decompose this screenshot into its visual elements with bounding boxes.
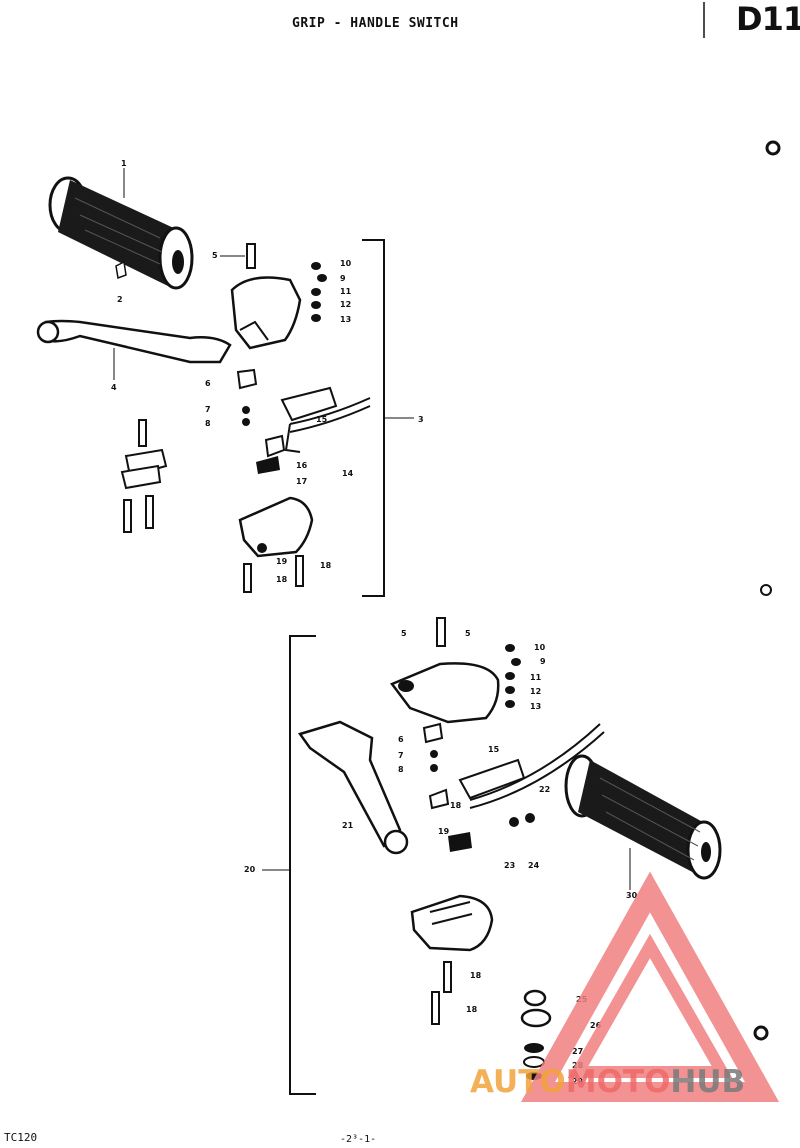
page-number: -2³-1- (340, 1134, 377, 1145)
callout-3: 3 (418, 415, 424, 424)
watermark-triangle (520, 871, 780, 1102)
callout-30: 30 (626, 891, 638, 900)
callout-9b: 9 (540, 657, 546, 666)
callout-13: 13 (340, 315, 351, 324)
grip-end-part (115, 260, 127, 280)
callout-5: 5 (212, 251, 218, 260)
watermark-logo: AUTOMOTOHUB (470, 1064, 745, 1100)
model-code: TC120 (4, 1131, 38, 1144)
callout-10: 10 (340, 259, 352, 268)
callout-11b: 11 (530, 673, 542, 682)
screw-5b (436, 617, 446, 647)
callout-12: 12 (340, 300, 351, 309)
callout-17: 17 (296, 477, 307, 486)
left-grip (48, 176, 194, 290)
watermark-auto: AUTO (470, 1064, 566, 1100)
callout-6: 6 (205, 379, 211, 388)
callout-10b: 10 (534, 643, 546, 652)
callout-15: 15 (316, 415, 328, 424)
throttle-housing (410, 894, 494, 952)
callout-27: 27 (572, 1047, 583, 1056)
callout-18a: 18 (276, 575, 288, 584)
callout-2: 2 (117, 295, 123, 304)
watermark-moto: MOTO (565, 1064, 671, 1100)
callout-6b: 6 (398, 735, 404, 744)
callout-19: 19 (276, 557, 288, 566)
callout-24: 24 (528, 861, 540, 870)
right-grip (564, 754, 722, 880)
callout-19b: 19 (438, 827, 450, 836)
callout-5a: 5 (401, 629, 407, 638)
callout-1: 1 (121, 159, 127, 168)
callout-13b: 13 (530, 702, 541, 711)
callout-21: 21 (342, 821, 354, 830)
clamp-lower (120, 464, 162, 490)
callout-18c: 18 (450, 801, 462, 810)
switch-housing-lower (238, 496, 314, 558)
top-hardware (311, 262, 327, 322)
callout-18d: 18 (470, 971, 482, 980)
callout-9: 9 (340, 274, 346, 283)
diagram-title: GRIP - HANDLE SWITCH (292, 16, 459, 31)
callout-20: 20 (244, 865, 256, 874)
callout-12b: 12 (530, 687, 541, 696)
callout-5b: 5 (465, 629, 471, 638)
callout-4: 4 (111, 383, 117, 392)
callout-16: 16 (296, 461, 308, 470)
binder-hole-2 (760, 584, 772, 596)
brake-holder (390, 662, 500, 724)
page-code: D11 (736, 0, 800, 38)
screw-5 (246, 243, 256, 269)
watermark-hub: HUB (670, 1064, 746, 1100)
callout-29: 29 (572, 1077, 584, 1086)
callout-22: 22 (539, 785, 550, 794)
callout-14: 14 (342, 469, 354, 478)
callout-7: 7 (205, 405, 211, 414)
callout-7b: 7 (398, 751, 404, 760)
group-bracket-20 (289, 635, 316, 1095)
clutch-lever (44, 319, 232, 364)
group-bracket-3 (362, 239, 385, 597)
callout-18b: 18 (320, 561, 332, 570)
part-6 (236, 368, 258, 390)
callout-26: 26 (590, 1021, 602, 1030)
callout-8: 8 (205, 419, 211, 428)
callout-23: 23 (504, 861, 515, 870)
top-bracket (230, 276, 302, 350)
binder-hole-3 (753, 1025, 769, 1041)
callout-8b: 8 (398, 765, 404, 774)
bottom-hardware (505, 644, 521, 708)
callout-11: 11 (340, 287, 352, 296)
callout-18e: 18 (466, 1005, 478, 1014)
callout-15b: 15 (488, 745, 500, 754)
binder-hole-1 (765, 140, 781, 156)
switch-body (280, 386, 338, 422)
